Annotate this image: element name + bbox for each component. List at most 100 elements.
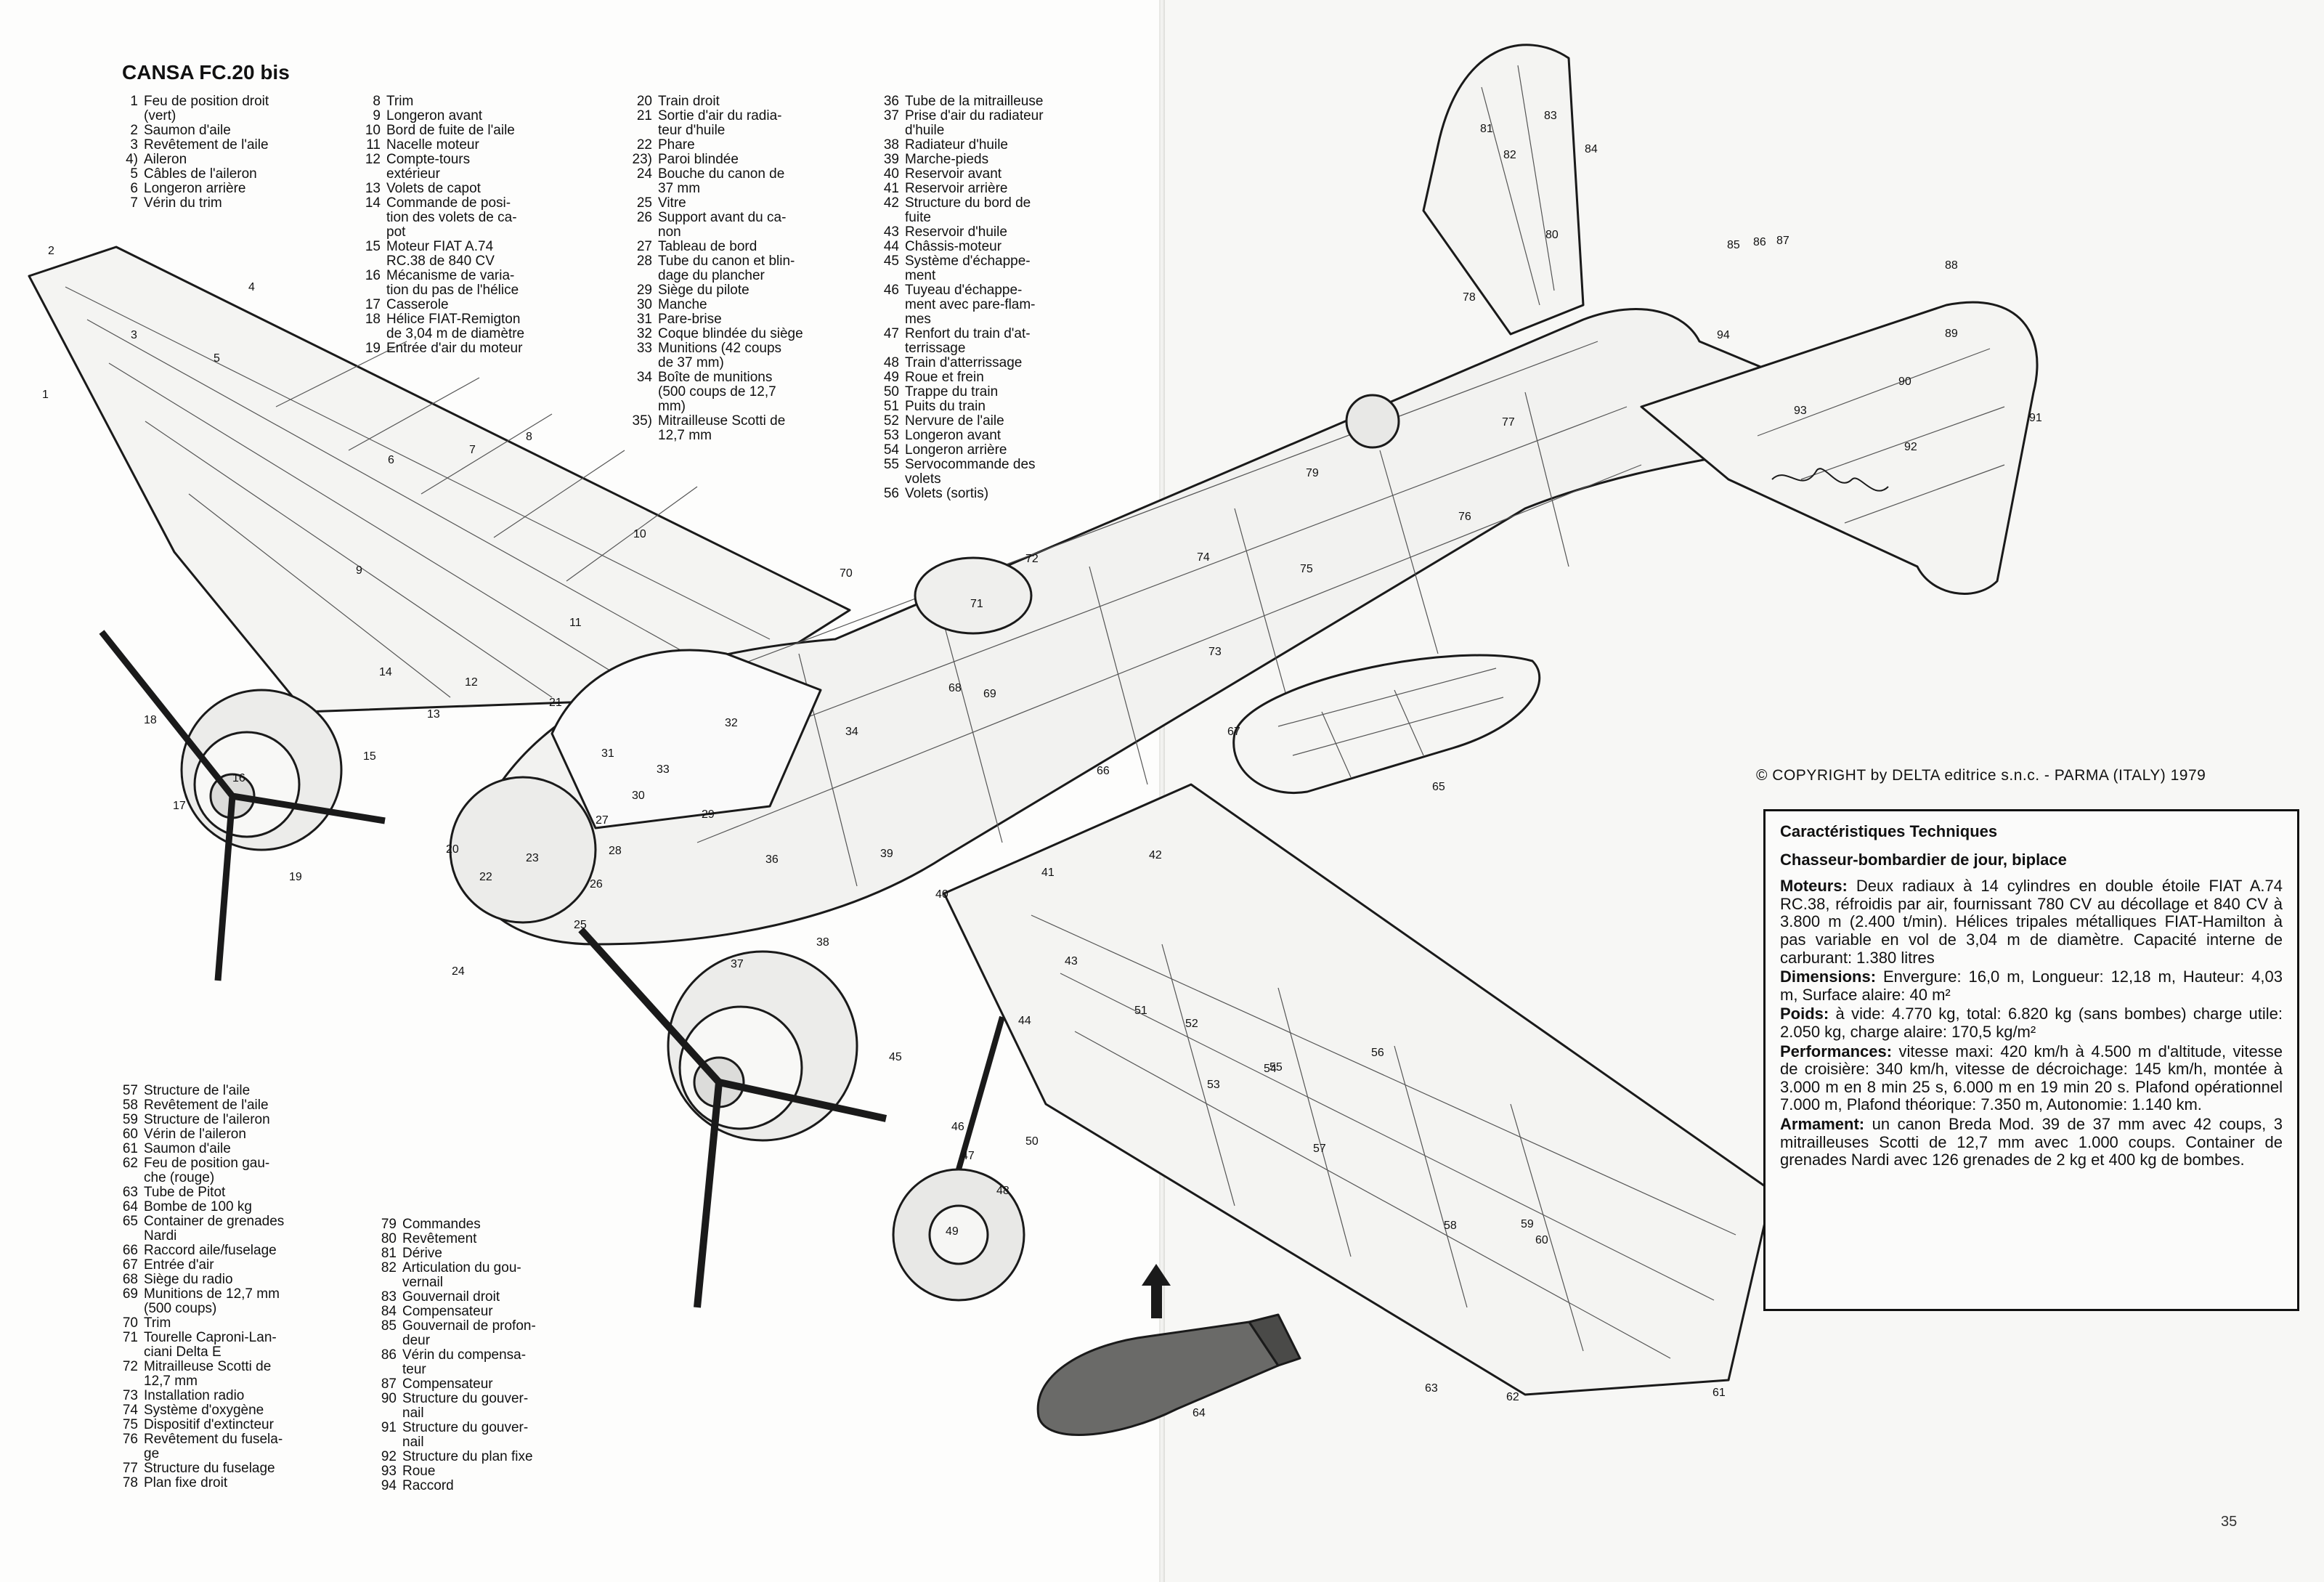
legend-entry: 35)Mitrailleuse Scotti de	[625, 414, 864, 429]
legend-text: Reservoir arrière	[905, 181, 1008, 196]
legend-text: (vert)	[144, 108, 176, 123]
legend-number: 78	[122, 1475, 138, 1490]
callout-number: 25	[574, 919, 587, 931]
legend-number: 48	[883, 355, 899, 370]
legend-entry: vernail	[369, 1275, 587, 1290]
legend-text: Bouche du canon de	[658, 166, 785, 182]
callout-number: 15	[363, 750, 376, 763]
callout-number: 47	[962, 1150, 975, 1162]
legend-text: Pare-brise	[658, 312, 722, 327]
legend-text: Système d'oxygène	[144, 1403, 264, 1418]
legend-number: 56	[883, 486, 899, 501]
legend-entry: che (rouge)	[110, 1171, 350, 1185]
legend-text: Paroi blindée	[658, 152, 739, 167]
legend-number: 37	[883, 108, 899, 123]
legend-text: Commandes	[402, 1217, 481, 1232]
legend-entry: nail	[369, 1406, 587, 1421]
specs-heading: Caractéristiques Techniques	[1780, 822, 1998, 840]
legend-number: 20	[636, 94, 652, 109]
legend-text: che (rouge)	[144, 1170, 215, 1185]
callout-number: 40	[935, 888, 948, 901]
legend-text: Feu de position droit	[144, 94, 269, 109]
legend-number: 21	[636, 108, 652, 123]
legend-number: 58	[122, 1098, 138, 1113]
callout-number: 48	[996, 1185, 1009, 1197]
callout-number: 69	[983, 688, 996, 700]
legend-entry: extérieur	[353, 167, 600, 182]
legend-text: Trim	[144, 1315, 171, 1331]
legend-text: Nacelle moteur	[386, 137, 479, 153]
legend-number: 5	[130, 166, 138, 182]
callout-number: 82	[1503, 149, 1516, 161]
legend-number: 92	[381, 1449, 397, 1464]
legend-number: 14	[365, 195, 381, 211]
legend-number: 9	[373, 108, 381, 123]
callout-number: 61	[1712, 1387, 1726, 1399]
legend-entry: 1 Feu de position droit	[110, 94, 350, 109]
armament-text: un canon Breda Mod. 39 de 37 mm avec 42 …	[1780, 1114, 2283, 1169]
legend-text: Train droit	[658, 94, 720, 109]
legend-number: 36	[883, 94, 899, 109]
legend-number: 54	[883, 442, 899, 458]
page-number: 35	[2221, 1514, 2238, 1530]
legend-entry: teur d'huile	[625, 123, 864, 138]
dimensions-label: Dimensions:	[1780, 968, 1877, 986]
copyright-notice: © COPYRIGHT by DELTA editrice s.n.c. - P…	[1756, 767, 2206, 784]
legend-text: teur d'huile	[658, 123, 726, 138]
legend-entry: pot	[353, 225, 600, 240]
legend-number: 75	[122, 1417, 138, 1432]
legend-number: 90	[381, 1391, 397, 1406]
legend-text: Bombe de 100 kg	[144, 1199, 252, 1214]
callout-number: 90	[1898, 376, 1911, 388]
performance-label: Performances:	[1780, 1042, 1893, 1060]
legend-number: 19	[365, 341, 381, 356]
legend-text: Commande de posi-	[386, 195, 511, 211]
legend-text: Saumon d'aile	[144, 1141, 231, 1156]
callout-number: 50	[1025, 1135, 1039, 1148]
legend-number	[369, 1334, 402, 1348]
diagram-title: CANSA FC.20 bis	[122, 61, 290, 84]
callout-number: 67	[1227, 726, 1240, 738]
legend-number: 46	[883, 283, 899, 298]
legend-text: (500 coups)	[144, 1301, 217, 1316]
legend-number: 3	[130, 137, 138, 153]
callout-number: 83	[1544, 110, 1557, 122]
callout-number: 6	[388, 454, 394, 466]
legend-text: Structure du bord de	[905, 195, 1031, 211]
legend-number: 60	[122, 1127, 138, 1142]
legend-text: Structure du fuselage	[144, 1461, 275, 1476]
legend-text: Coque blindée du siège	[658, 326, 803, 341]
legend-number: 34	[636, 370, 652, 385]
callout-number: 39	[880, 848, 893, 860]
callout-number: 18	[144, 714, 157, 726]
legend-text: Entrée d'air du moteur	[386, 341, 523, 356]
legend-number: 69	[122, 1286, 138, 1302]
legend-text: Vérin du trim	[144, 195, 222, 211]
legend-number: 25	[636, 195, 652, 211]
legend-text: Munitions de 12,7 mm	[144, 1286, 280, 1302]
legend-text: Revêtement de l'aile	[144, 1098, 269, 1113]
legend-number: 65	[122, 1214, 138, 1229]
legend-number: 1	[130, 94, 138, 109]
callout-number: 54	[1264, 1063, 1277, 1075]
